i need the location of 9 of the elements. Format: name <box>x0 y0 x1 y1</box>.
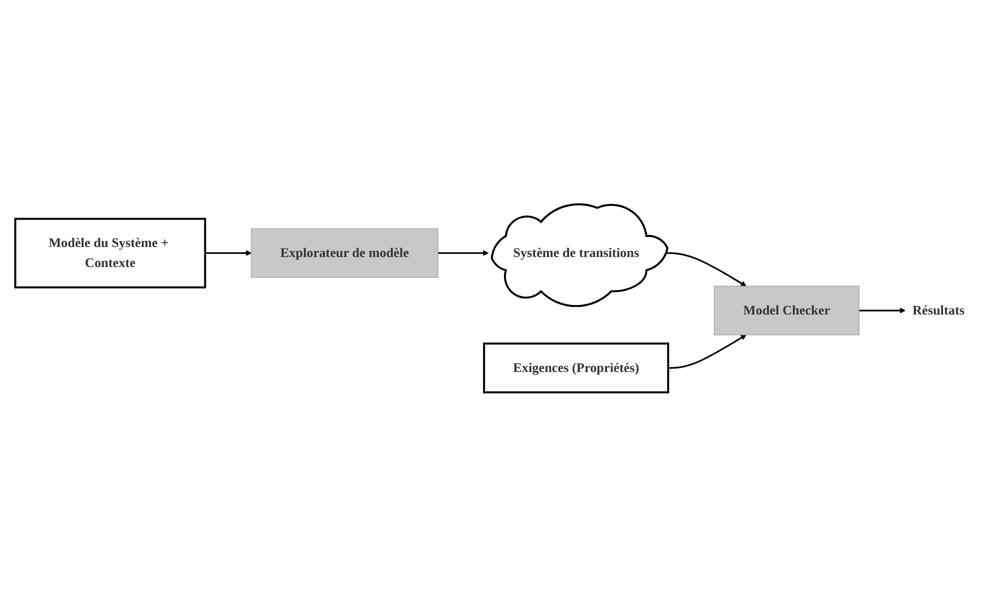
node-box: Explorateur de modèle <box>250 228 438 278</box>
node-box: Exigences (Propriétés) <box>483 342 670 394</box>
arrow <box>438 250 489 256</box>
node-text: Résultats <box>912 302 964 318</box>
node-box: Modèle du Système + Contexte <box>14 218 206 288</box>
arrow <box>668 334 746 368</box>
node-box: Model Checker <box>714 286 860 335</box>
arrow <box>205 250 252 256</box>
arrow <box>859 307 906 314</box>
